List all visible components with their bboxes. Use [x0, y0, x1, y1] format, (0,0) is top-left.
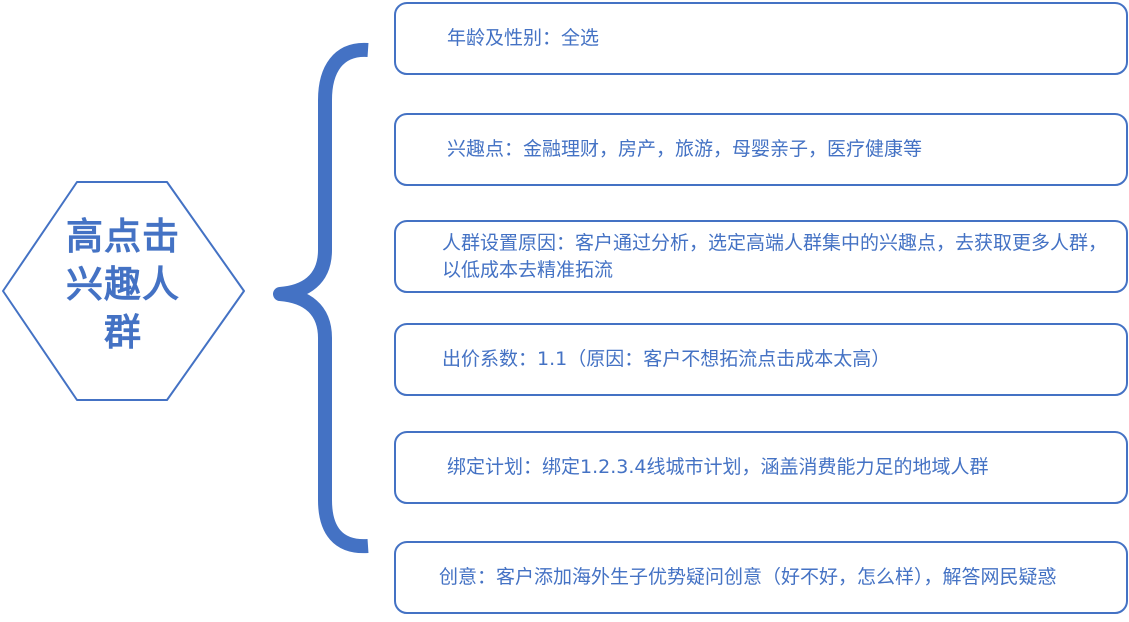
- item-box-interests: 兴趣点：金融理财，房产，旅游，母婴亲子，医疗健康等: [394, 113, 1128, 186]
- item-box-audience-reason: 人群设置原因：客户通过分析，选定高端人群集中的兴趣点，去获取更多人群，以低成本去…: [394, 220, 1128, 293]
- item-text: 出价系数：1.1（原因：客户不想拓流点击成本太高）: [442, 348, 891, 370]
- item-box-bid-coefficient: 出价系数：1.1（原因：客户不想拓流点击成本太高）: [394, 323, 1128, 396]
- item-text: 人群设置原因：客户通过分析，选定高端人群集中的兴趣点，去获取更多人群，以低成本去…: [442, 231, 1108, 281]
- item-box-age-gender: 年龄及性别：全选: [394, 2, 1128, 75]
- item-box-bind-plan: 绑定计划：绑定1.2.3.4线城市计划，涵盖消费能力足的地域人群: [394, 431, 1128, 504]
- item-text: 年龄及性别：全选: [447, 27, 600, 49]
- item-text: 绑定计划：绑定1.2.3.4线城市计划，涵盖消费能力足的地域人群: [447, 456, 989, 478]
- item-box-creative: 创意：客户添加海外生子优势疑问创意（好不好，怎么样），解答网民疑惑: [394, 541, 1128, 614]
- item-text: 创意：客户添加海外生子优势疑问创意（好不好，怎么样），解答网民疑惑: [439, 566, 1057, 588]
- central-node-title: 高点击 兴趣人 群: [40, 213, 206, 357]
- central-node-line: 兴趣人: [66, 263, 180, 306]
- item-text: 兴趣点：金融理财，房产，旅游，母婴亲子，医疗健康等: [447, 138, 923, 160]
- central-node-line: 群: [104, 311, 142, 354]
- central-node-line: 高点击: [66, 215, 180, 258]
